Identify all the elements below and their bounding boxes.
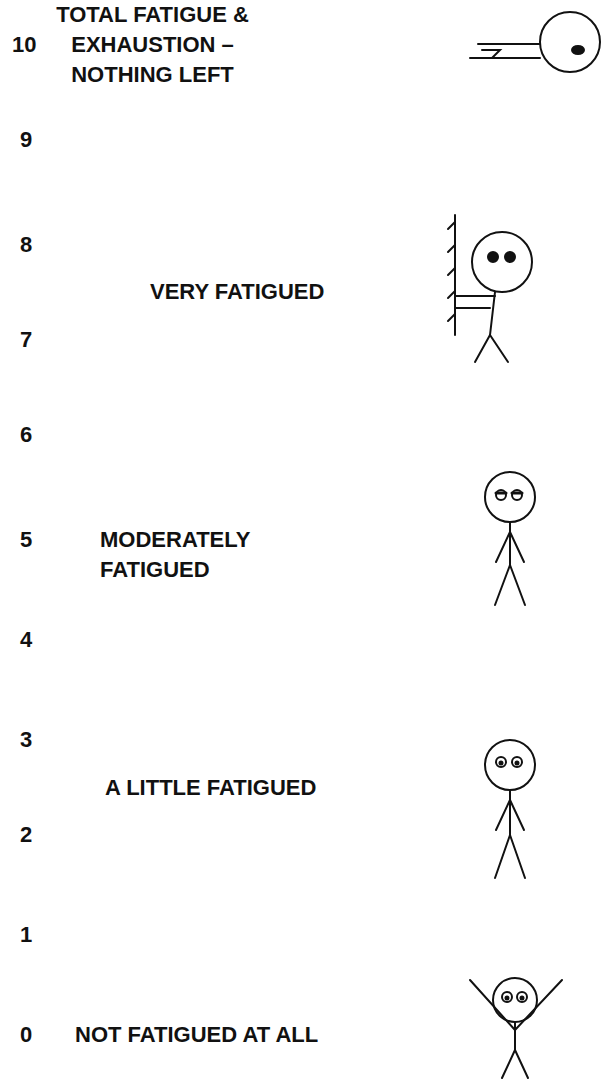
- scale-number: 6: [20, 420, 32, 450]
- scale-number: 7: [20, 325, 32, 355]
- scale-number: 4: [20, 625, 32, 655]
- scale-label: TOTAL FATIGUE & EXHAUSTION – NOTHING LEF…: [50, 0, 255, 90]
- very-fatigued-figure: [448, 215, 532, 362]
- exhausted-figure: [470, 12, 600, 72]
- scale-number: 8: [20, 230, 32, 260]
- scale-label: A LITTLE FATIGUED: [105, 773, 405, 803]
- scale-number: 2: [20, 820, 32, 850]
- scale-number: 5: [20, 525, 32, 555]
- scale-label: MODERATELY FATIGUED: [100, 525, 270, 585]
- scale-number: 10: [12, 30, 36, 60]
- scale-number: 1: [20, 920, 32, 950]
- scale-number: 0: [20, 1020, 32, 1050]
- little-fatigued-figure: [485, 740, 535, 878]
- scale-label: VERY FATIGUED: [150, 277, 410, 307]
- scale-number: 3: [20, 725, 32, 755]
- not-fatigued-figure: [470, 978, 562, 1078]
- scale-label: NOT FATIGUED AT ALL: [75, 1020, 415, 1050]
- scale-number: 9: [20, 125, 32, 155]
- moderately-fatigued-figure: [485, 472, 535, 605]
